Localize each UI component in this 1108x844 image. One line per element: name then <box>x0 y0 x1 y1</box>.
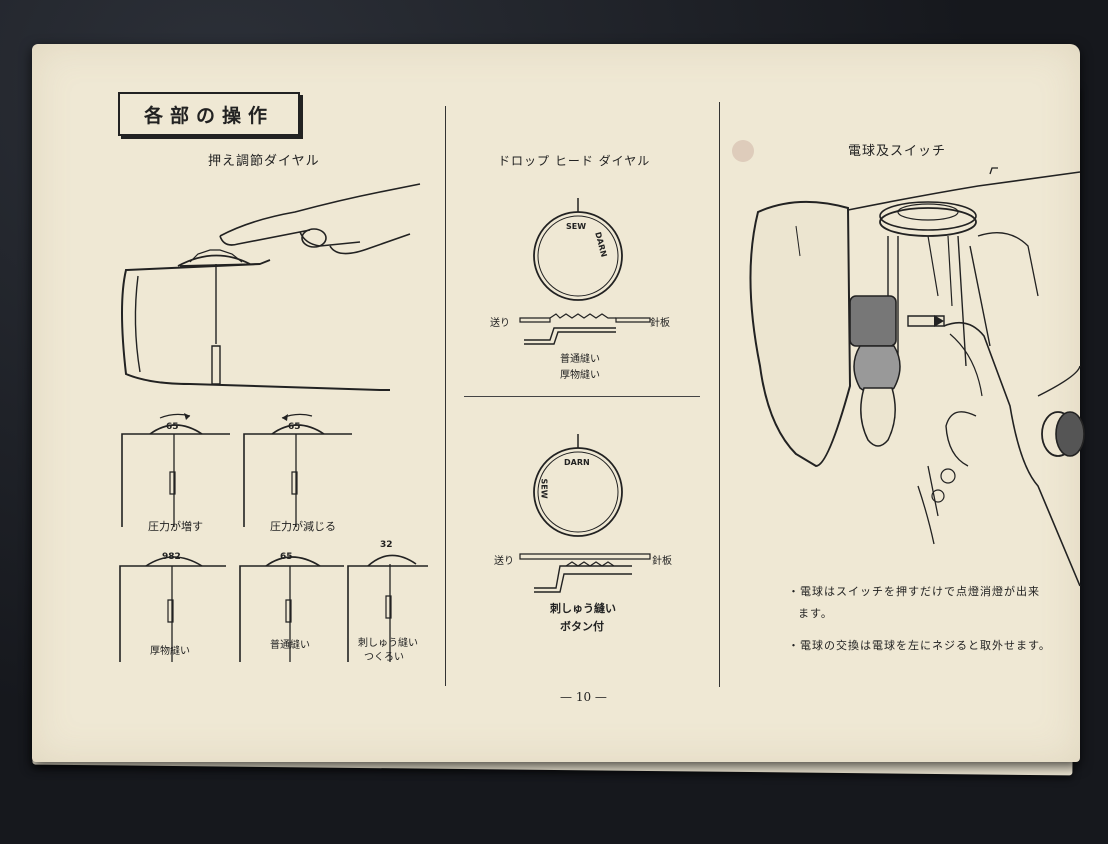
column-divider-left <box>445 106 446 686</box>
dial-caption-5a: 刺しゅう縫い <box>358 638 418 649</box>
middle-divider <box>464 396 700 397</box>
upper-right-label: 針板 <box>650 318 670 329</box>
upper-caption-2: 厚物縫い <box>560 370 600 381</box>
upper-dial-sew: SEW <box>566 222 587 231</box>
note-line-3: ・電球の交換は電球を左にネジると取外せます。 <box>788 639 1051 652</box>
lower-caption-1: 刺しゅう縫い <box>550 602 616 615</box>
dial-marking-5: 32 <box>380 540 393 550</box>
page-number: — 10 — <box>560 690 607 704</box>
lower-dial-sew: SEW <box>539 478 549 499</box>
dial-marking-4: 65 <box>280 552 293 562</box>
upper-caption-1: 普通縫い <box>560 354 600 365</box>
manual-page: 各部の操作 押え調節ダイヤル 65 圧力が増す 65 圧力が減じる <box>32 44 1080 762</box>
dial-diagram-increase <box>120 413 230 527</box>
dial-diagram-embroidery <box>346 544 428 662</box>
dial-marking-3: 982 <box>162 552 181 562</box>
dial-diagram-thick <box>118 544 226 662</box>
dial-marking-1: 65 <box>166 422 179 432</box>
dial-diagram-decrease <box>242 412 352 527</box>
drop-feed-dial-sew <box>530 198 626 308</box>
dial-caption-2: 圧力が減じる <box>270 520 336 533</box>
section-title: 各部の操作 <box>118 92 300 136</box>
middle-heading: ドロップ ヒード ダイヤル <box>498 154 651 168</box>
drop-feed-dial-darn <box>530 434 626 544</box>
note-line-1: ・電球はスイッチを押すだけで点燈消燈が出来 <box>788 585 1040 598</box>
left-heading: 押え調節ダイヤル <box>208 154 320 169</box>
dial-caption-3: 厚物縫い <box>150 646 190 657</box>
lower-right-label: 針板 <box>652 556 672 567</box>
column-divider-right <box>719 102 720 687</box>
dial-caption-4: 普通縫い <box>270 640 310 651</box>
dial-caption-1: 圧力が増す <box>148 520 203 533</box>
dial-diagram-normal <box>238 544 344 662</box>
lower-left-label: 送り <box>494 556 514 567</box>
feed-dog-lowered <box>520 552 650 594</box>
feed-dog-raised <box>520 314 650 348</box>
stain-mark <box>732 140 754 162</box>
lamp-switch-illustration <box>738 166 1080 544</box>
lower-dial-darn: DARN <box>564 458 590 467</box>
dial-caption-5b: つくろい <box>364 652 404 663</box>
right-heading: 電球及スイッチ <box>848 144 947 159</box>
lower-caption-2: ボタン付 <box>560 620 604 633</box>
presser-dial-illustration <box>120 184 420 399</box>
dial-marking-2: 65 <box>288 422 301 432</box>
note-line-2: ます。 <box>798 607 833 620</box>
upper-left-label: 送り <box>490 318 510 329</box>
